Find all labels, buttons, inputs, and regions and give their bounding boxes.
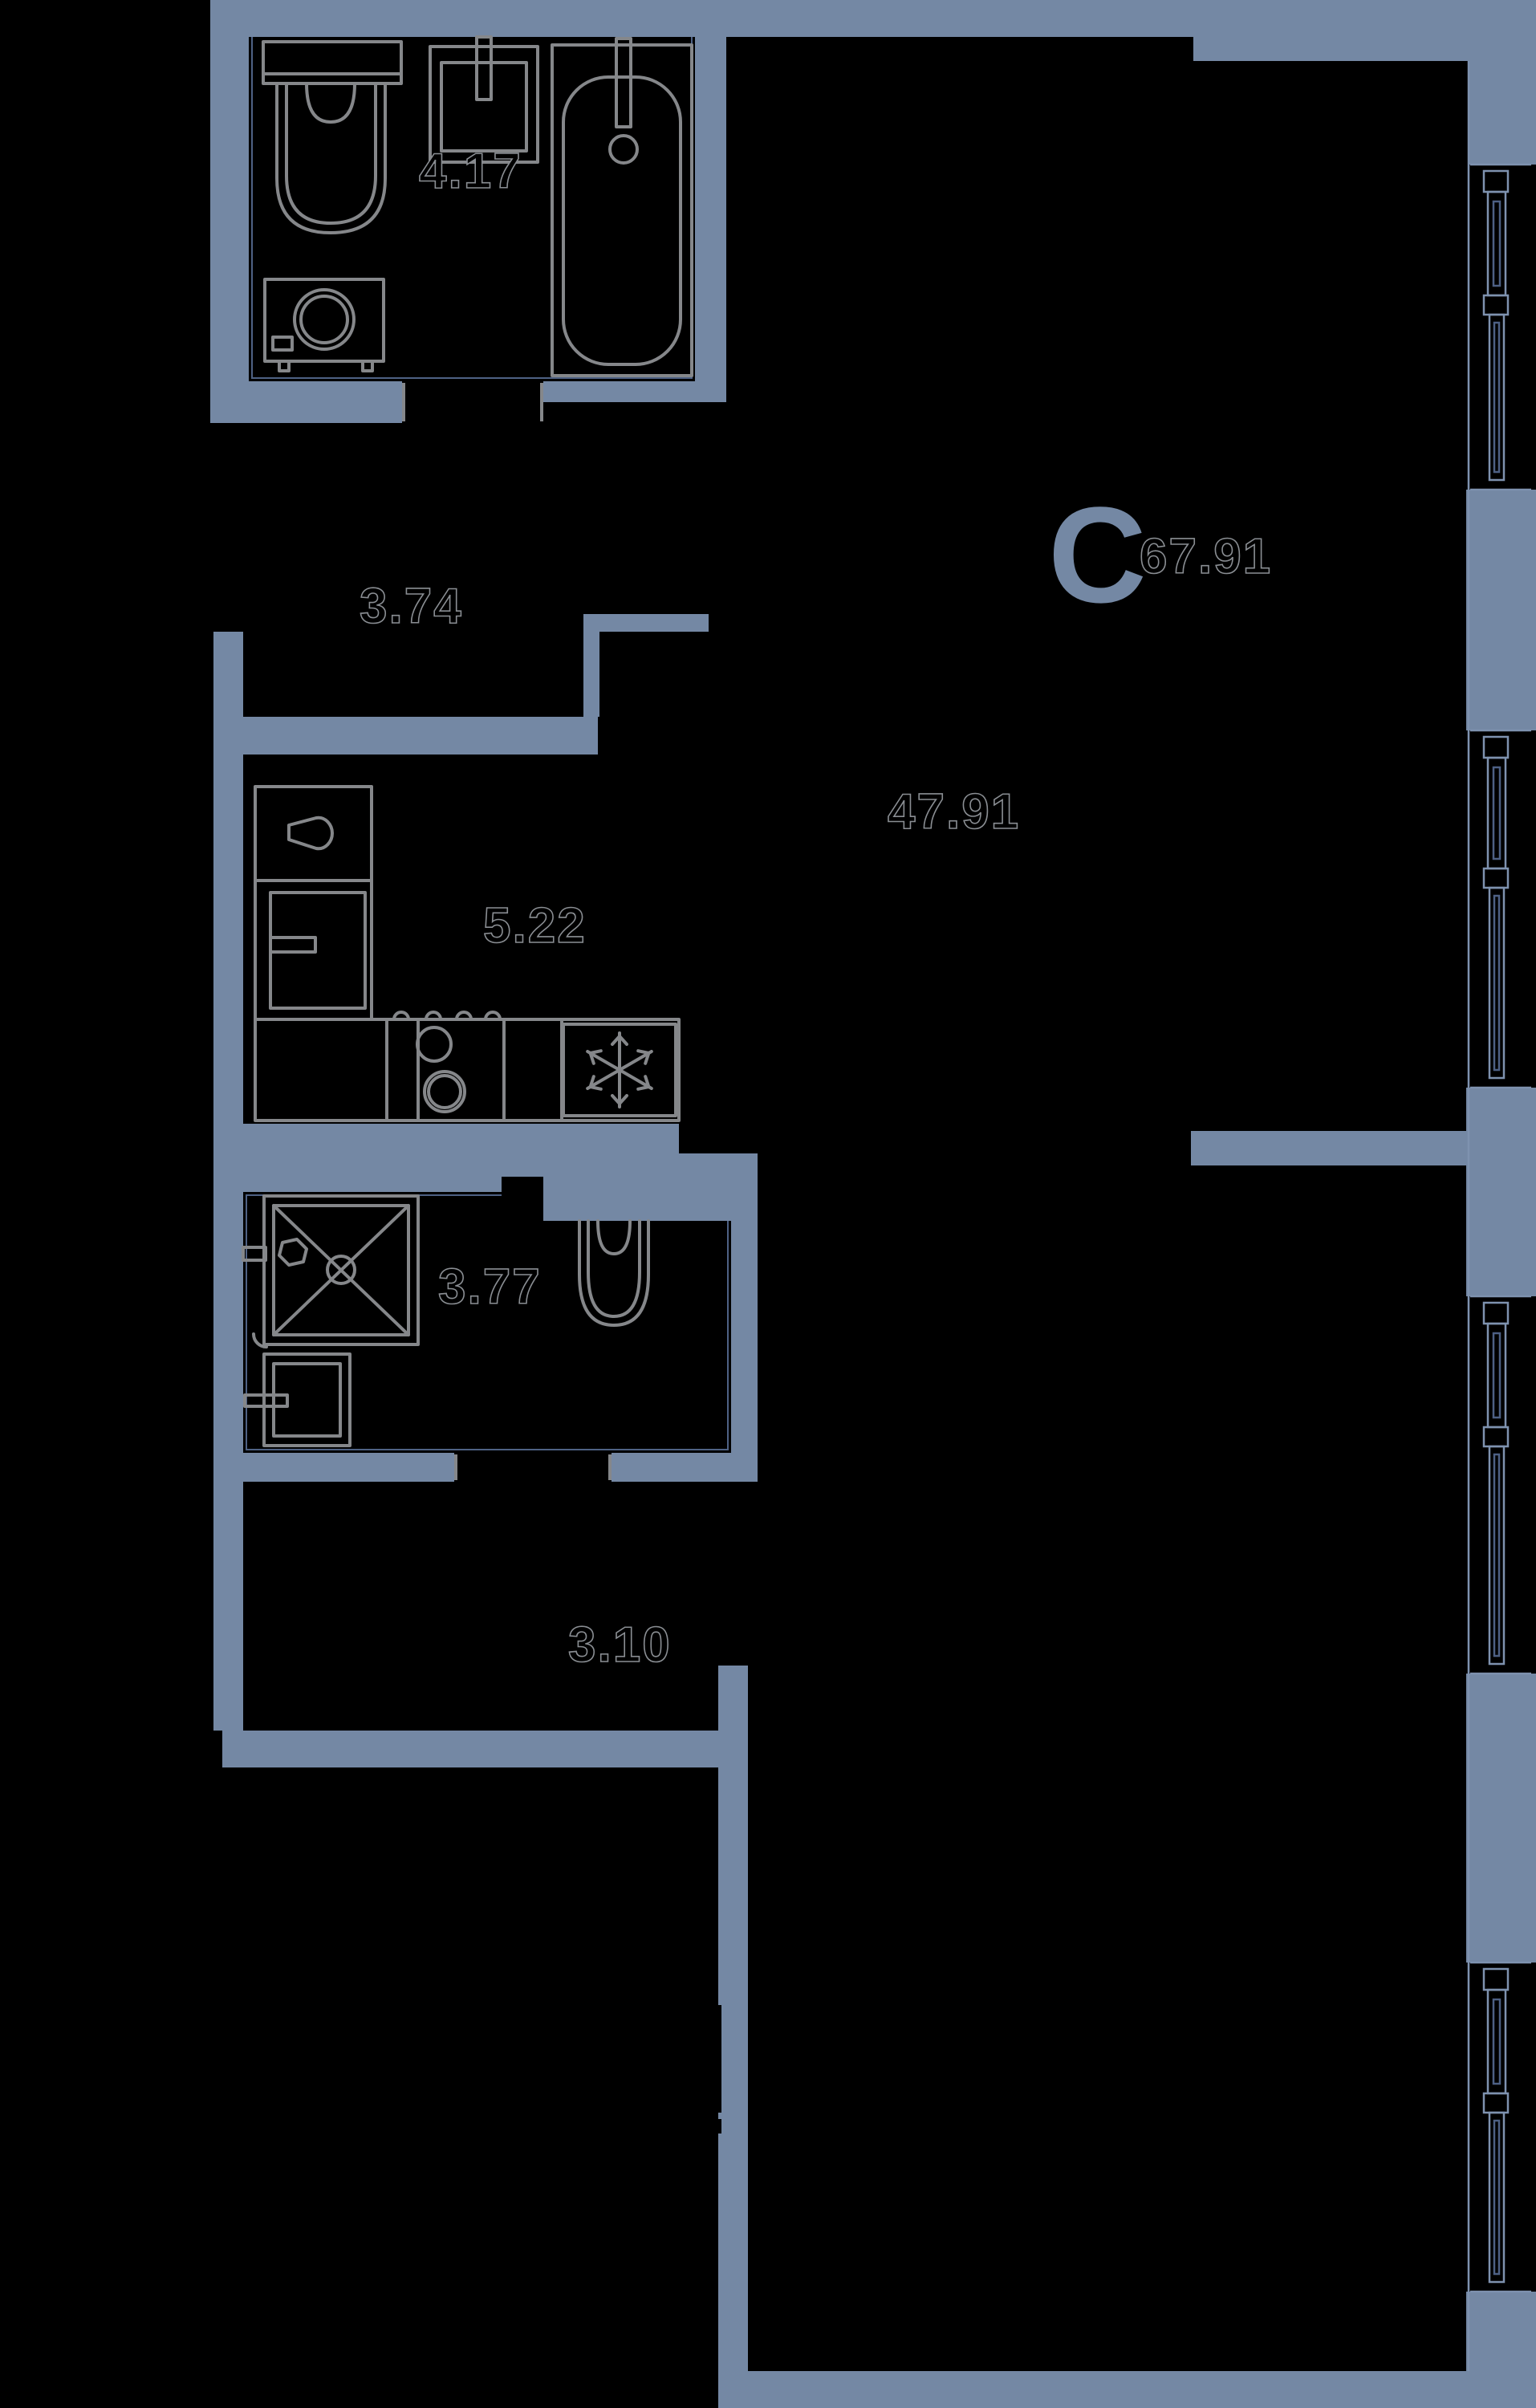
snowflake-icon [582,1031,657,1108]
wall-left-upper [210,0,249,423]
room-area-label: 3.74 [360,579,463,634]
labels: 4.17 3.74 5.22 47.91 3.77 3.10 С 67.91 [359,143,1272,1674]
washing-machine-fixture [263,278,385,372]
room-area-label: 3.10 [568,1617,672,1673]
burner-knob [484,1011,502,1021]
wall-right-1 [1469,0,1536,165]
kitchen-sink-icon [287,816,334,851]
room-area-label: 3.77 [438,1259,542,1315]
window-icon [1470,1295,1531,1675]
wall-hallway-bottom [222,1731,718,1767]
wall-bath2-lip [543,1178,747,1221]
wall-hallway-right [718,1666,748,2408]
room-area-label: 4.17 [419,144,522,199]
entry-door-leaf [715,2005,721,2113]
burner-knob [455,1011,473,1021]
compass-letter: С [1048,479,1147,632]
wall-bath1-right [695,26,726,402]
wall-hall-z-vert [583,614,599,717]
wall-kitchen-top [243,717,598,755]
sink-fixture [429,35,539,164]
window-icon [1470,1961,1531,2293]
wall-top-step [1193,37,1493,61]
stove-burner [423,1070,466,1113]
wall-top [210,0,1493,37]
stove-burner [416,1026,453,1063]
wall-hall-z-top [583,614,709,632]
kitchen-counter [254,785,681,1122]
entry-door [715,2005,721,2133]
wall-bath2-bottom-right [612,1453,758,1482]
window-icon [1470,163,1531,491]
compass-north: С 67.91 [1048,479,1272,632]
burner-knob [392,1011,410,1021]
wall-bath1-bottom-left [249,381,402,423]
bathtub-fixture [551,37,693,377]
wall-bath2-right [731,1178,758,1482]
wall-bottom [743,2371,1536,2408]
total-area-label: 67.91 [1140,529,1272,584]
toilet-fixture [578,1219,650,1327]
room-area-label: 5.22 [483,898,587,954]
wall-kitchen-bottom [243,1124,679,1153]
toilet-fixture [262,40,403,234]
window-icon [1470,729,1531,1089]
entry-door-frame [715,2119,721,2133]
wall-living-partition [1191,1131,1481,1165]
burner-knob [425,1011,442,1021]
wall-right-3 [1466,1088,1536,1296]
bath2-door-opening [502,1177,543,1222]
fridge-fixture [562,1023,677,1117]
sink-cabinet-fixture [243,1352,351,1447]
wall-right-2 [1466,490,1536,730]
room-area-label: 47.91 [888,784,1020,840]
wall-bath2-bottom-left [243,1453,454,1482]
bath2-door-jambs [454,1454,612,1480]
walls [210,0,1536,2408]
bath1-door-jambs [402,383,543,421]
wall-left-lower [213,632,243,1731]
shower-fixture [242,1194,420,1348]
windows [1470,163,1531,2293]
wall-right-4 [1466,1674,1536,1963]
fixtures [242,35,693,1480]
